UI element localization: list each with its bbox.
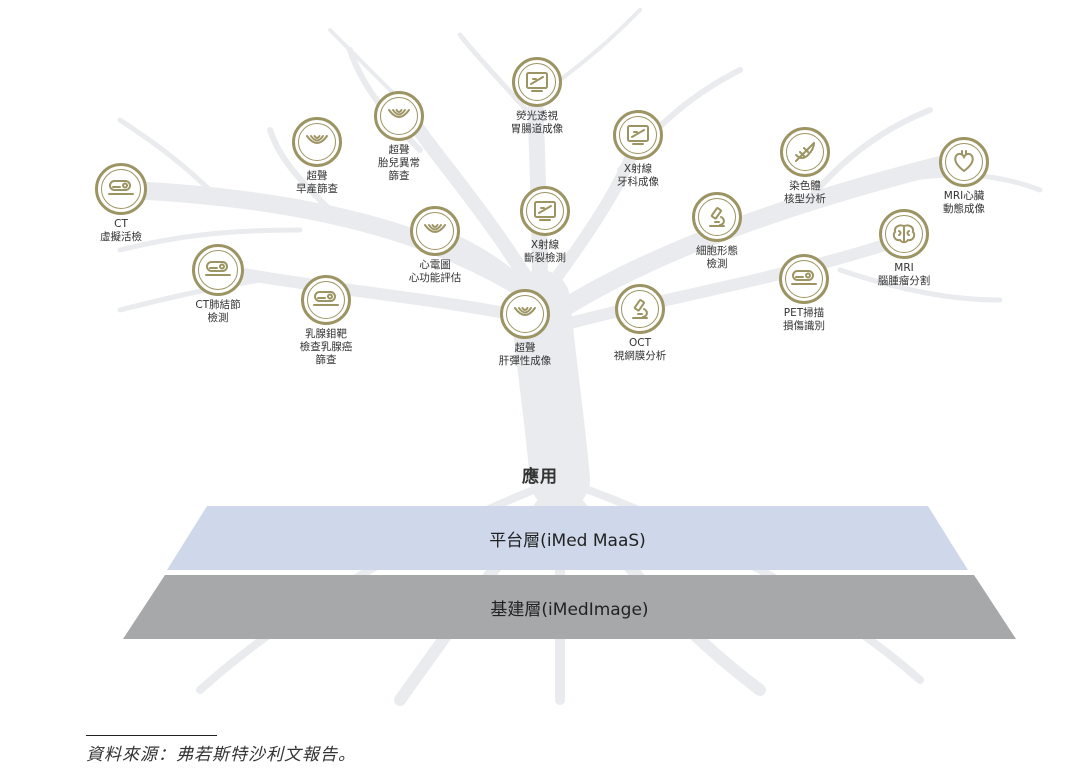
app-label: CT肺結節 檢測 bbox=[195, 299, 241, 324]
app-node-ultrasound-fetal: 超聲 胎兒異常 篩查 bbox=[324, 91, 474, 183]
app-label: OCT 視網膜分析 bbox=[613, 337, 667, 362]
app-node-oct-retina: OCT 視網膜分析 bbox=[565, 284, 715, 363]
base-layer-label: 基建層(iMedImage) bbox=[490, 599, 649, 620]
app-label: 染色體 核型分析 bbox=[784, 180, 826, 205]
ultrasound-icon bbox=[500, 289, 550, 339]
brain-icon bbox=[879, 209, 929, 259]
xray-image-icon bbox=[613, 110, 663, 160]
platform-layer: 平台層(iMed MaaS) bbox=[167, 506, 968, 570]
ultrasound-icon bbox=[410, 206, 460, 256]
microscope-icon bbox=[615, 284, 665, 334]
app-node-ultrasound-early: 超聲 早產篩查 bbox=[242, 117, 392, 196]
application-title: 應用 bbox=[522, 467, 558, 487]
app-node-pet-lesion: PET掃描 損傷識別 bbox=[729, 254, 879, 333]
ultrasound-icon bbox=[374, 91, 424, 141]
ct-scanner-icon bbox=[779, 254, 829, 304]
xray-image-icon bbox=[512, 57, 562, 107]
app-node-fluoroscopy-gi: 熒光透視 胃腸道成像 bbox=[462, 57, 612, 136]
app-label: MRI心臟 動態成像 bbox=[943, 190, 985, 215]
app-node-xray-fracture: X射線 斷裂檢測 bbox=[470, 186, 620, 265]
xray-image-icon bbox=[520, 186, 570, 236]
app-label: MRI 腦腫瘤分割 bbox=[877, 262, 931, 287]
ct-scanner-icon bbox=[301, 275, 351, 325]
app-node-karyotype: 染色體 核型分析 bbox=[730, 127, 880, 206]
app-node-ct-virtual-biopsy: CT 虛擬活檢 bbox=[46, 163, 196, 244]
ct-scanner-icon bbox=[95, 163, 147, 215]
microscope-icon bbox=[692, 192, 742, 242]
app-label: 熒光透視 胃腸道成像 bbox=[510, 110, 564, 135]
app-node-mri-heart: MRI心臟 動態成像 bbox=[889, 137, 1039, 216]
app-node-cell-morphology: 細胞形態 檢測 bbox=[642, 192, 792, 271]
app-node-mri-brain-tumor: MRI 腦腫瘤分割 bbox=[829, 209, 979, 288]
app-label: 心電圖 心功能評估 bbox=[408, 259, 462, 284]
heart-icon bbox=[939, 137, 989, 187]
app-label: PET掃描 損傷識別 bbox=[783, 307, 825, 332]
app-label: 細胞形態 檢測 bbox=[696, 245, 738, 270]
app-node-ultrasound-liver: 超聲 肝彈性成像 bbox=[450, 289, 600, 368]
platform-layer-label: 平台層(iMed MaaS) bbox=[489, 530, 646, 551]
footnote-divider bbox=[86, 735, 217, 736]
app-node-ecg-heart: 心電圖 心功能評估 bbox=[360, 206, 510, 285]
app-label: CT 虛擬活檢 bbox=[100, 218, 142, 243]
app-label: X射線 牙科成像 bbox=[617, 163, 659, 188]
app-label: 超聲 胎兒異常 篩查 bbox=[378, 144, 420, 182]
app-label: 超聲 肝彈性成像 bbox=[498, 342, 552, 367]
app-node-mammography: 乳腺鉬靶 檢查乳腺癌 篩查 bbox=[251, 275, 401, 367]
app-node-xray-dental: X射線 牙科成像 bbox=[563, 110, 713, 189]
app-node-ct-lung-nodule: CT肺結節 檢測 bbox=[143, 244, 293, 325]
ct-scanner-icon bbox=[192, 244, 244, 296]
ultrasound-icon bbox=[292, 117, 342, 167]
dna-icon bbox=[780, 127, 830, 177]
app-label: X射線 斷裂檢測 bbox=[524, 239, 566, 264]
source-note: 資料來源：弗若斯特沙利文報告。 bbox=[86, 745, 356, 765]
app-label: 乳腺鉬靶 檢查乳腺癌 篩查 bbox=[299, 328, 353, 366]
base-layer: 基建層(iMedImage) bbox=[123, 575, 1016, 639]
app-label: 超聲 早產篩查 bbox=[296, 170, 338, 195]
